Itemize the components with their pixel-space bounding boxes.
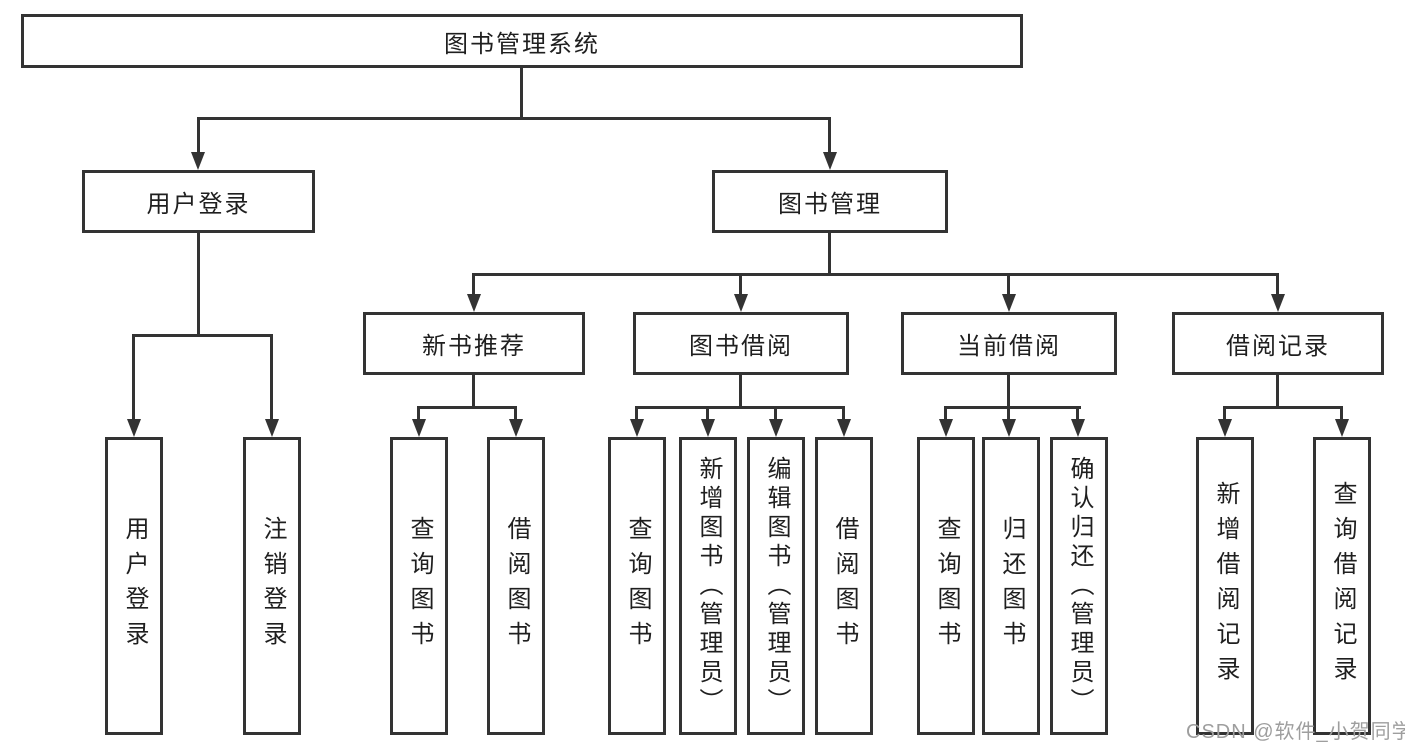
- connector-line: [828, 233, 831, 275]
- leaf-label: 查询借阅记录: [1329, 481, 1356, 691]
- connector-line: [514, 406, 517, 422]
- connector-line: [944, 406, 1081, 409]
- connector-line: [1223, 406, 1226, 422]
- node-book-management: 图书管理: [712, 170, 948, 233]
- arrowhead-icon: [939, 419, 953, 437]
- arrowhead-icon: [837, 419, 851, 437]
- connector-line: [774, 406, 777, 422]
- leaf-return-books: 归还图书: [982, 437, 1040, 735]
- leaf-query-books-borrowing: 查询图书: [608, 437, 666, 735]
- leaf-label: 归还图书: [998, 516, 1025, 656]
- leaf-confirm-return-admin: 确认归还（管理员）: [1050, 437, 1108, 735]
- arrowhead-icon: [1002, 294, 1016, 312]
- leaf-label: 确认归还（管理员）: [1066, 455, 1093, 717]
- connector-line: [1007, 375, 1010, 408]
- arrowhead-icon: [1335, 419, 1349, 437]
- connector-line: [828, 117, 831, 156]
- arrowhead-icon: [467, 294, 481, 312]
- connector-line: [472, 273, 1279, 276]
- connector-line: [842, 406, 845, 422]
- leaf-label: 借阅图书: [503, 516, 530, 656]
- node-book-borrowing: 图书借阅: [633, 312, 849, 375]
- connector-line: [417, 406, 420, 422]
- leaf-label: 新增借阅记录: [1212, 481, 1239, 691]
- leaf-query-books-recommend: 查询图书: [390, 437, 448, 735]
- connector-line: [706, 406, 709, 422]
- connector-line: [417, 406, 517, 409]
- leaf-borrow-books-recommend: 借阅图书: [487, 437, 545, 735]
- leaf-edit-books-admin: 编辑图书（管理员）: [747, 437, 805, 735]
- arrowhead-icon: [191, 152, 205, 170]
- arrowhead-icon: [823, 152, 837, 170]
- arrowhead-icon: [701, 419, 715, 437]
- arrowhead-icon: [769, 419, 783, 437]
- arrowhead-icon: [1271, 294, 1285, 312]
- leaf-logout: 注销登录: [243, 437, 301, 735]
- connector-line: [197, 117, 200, 156]
- node-root-system: 图书管理系统: [21, 14, 1023, 68]
- leaf-label: 借阅图书: [831, 516, 858, 656]
- leaf-user-login: 用户登录: [105, 437, 163, 735]
- connector-line: [520, 68, 523, 119]
- connector-line: [1076, 406, 1079, 422]
- arrowhead-icon: [734, 294, 748, 312]
- leaf-borrow-books: 借阅图书: [815, 437, 873, 735]
- leaf-add-books-admin: 新增图书（管理员）: [679, 437, 737, 735]
- node-new-book-recommend: 新书推荐: [363, 312, 585, 375]
- arrowhead-icon: [1002, 419, 1016, 437]
- leaf-label: 查询图书: [624, 516, 651, 656]
- connector-line: [197, 117, 831, 120]
- node-borrow-records: 借阅记录: [1172, 312, 1384, 375]
- arrowhead-icon: [509, 419, 523, 437]
- leaf-label: 注销登录: [259, 516, 286, 656]
- connector-line: [739, 375, 742, 408]
- leaf-label: 查询图书: [933, 516, 960, 656]
- connector-line: [635, 406, 845, 409]
- connector-line: [132, 334, 273, 337]
- connector-line: [472, 375, 475, 408]
- node-current-borrowing: 当前借阅: [901, 312, 1117, 375]
- arrowhead-icon: [265, 419, 279, 437]
- arrowhead-icon: [1218, 419, 1232, 437]
- connector-line: [1007, 406, 1010, 422]
- arrowhead-icon: [630, 419, 644, 437]
- connector-line: [197, 233, 200, 336]
- arrowhead-icon: [1071, 419, 1085, 437]
- arrowhead-icon: [412, 419, 426, 437]
- connector-line: [1007, 273, 1010, 297]
- arrowhead-icon: [127, 419, 141, 437]
- leaf-label: 用户登录: [121, 516, 148, 656]
- connector-line: [944, 406, 947, 422]
- connector-line: [472, 273, 475, 297]
- connector-line: [270, 334, 273, 420]
- connector-line: [1276, 273, 1279, 297]
- connector-line: [1340, 406, 1343, 422]
- leaf-label: 编辑图书（管理员）: [763, 455, 790, 717]
- leaf-add-borrow-record: 新增借阅记录: [1196, 437, 1254, 735]
- node-user-login: 用户登录: [82, 170, 315, 233]
- connector-line: [1223, 406, 1343, 409]
- leaf-label: 查询图书: [406, 516, 433, 656]
- leaf-query-borrow-record: 查询借阅记录: [1313, 437, 1371, 735]
- leaf-query-books-current: 查询图书: [917, 437, 975, 735]
- connector-line: [132, 334, 135, 420]
- csdn-watermark: CSDN @软件_小贺同学: [1186, 721, 1405, 743]
- leaf-label: 新增图书（管理员）: [695, 455, 722, 717]
- connector-line: [1276, 375, 1279, 408]
- connector-line: [635, 406, 638, 422]
- connector-line: [739, 273, 742, 297]
